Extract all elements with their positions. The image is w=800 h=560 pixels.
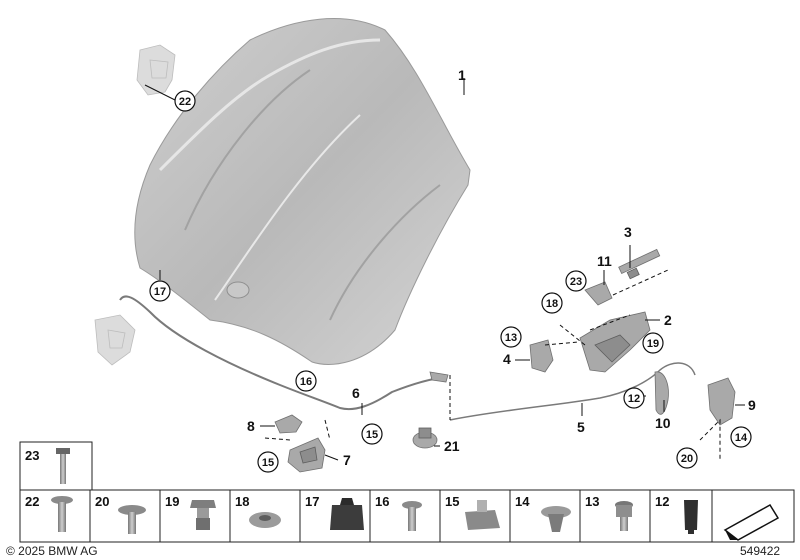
label-1: 1 bbox=[458, 67, 466, 83]
svg-text:20: 20 bbox=[681, 453, 693, 465]
callout-16: 16 bbox=[295, 370, 317, 392]
callout-18: 18 bbox=[541, 292, 563, 314]
callout-23: 23 bbox=[565, 270, 587, 292]
label-3: 3 bbox=[624, 224, 632, 240]
table-label-17: 17 bbox=[305, 494, 319, 509]
callout-14: 14 bbox=[730, 426, 752, 448]
svg-text:12: 12 bbox=[628, 393, 640, 405]
callout-15a: 15 bbox=[361, 423, 383, 445]
svg-text:17: 17 bbox=[154, 286, 166, 298]
svg-text:13: 13 bbox=[505, 332, 517, 344]
bolt-23-icon bbox=[56, 448, 70, 484]
latch-right-cable-end bbox=[429, 371, 449, 383]
bowden-cable bbox=[119, 295, 441, 411]
label-5: 5 bbox=[577, 419, 585, 435]
label-7: 7 bbox=[343, 452, 351, 468]
screw-20-icon bbox=[118, 505, 146, 534]
label-4: 4 bbox=[503, 351, 511, 367]
callout-19: 19 bbox=[642, 332, 664, 354]
hinge-bracket bbox=[579, 311, 651, 373]
screw-19-icon bbox=[190, 500, 216, 530]
table-label-14: 14 bbox=[515, 494, 530, 509]
copyright-text: © 2025 BMW AG bbox=[6, 544, 98, 558]
screw-13-icon bbox=[615, 501, 633, 531]
hood-catch bbox=[654, 371, 669, 415]
label-2: 2 bbox=[664, 312, 672, 328]
arrow-symbol-icon bbox=[723, 503, 780, 541]
callout-12: 12 bbox=[623, 387, 645, 409]
nut-18-icon bbox=[249, 512, 281, 528]
hinge-arm bbox=[584, 281, 613, 306]
hood-panel bbox=[134, 18, 471, 365]
svg-text:14: 14 bbox=[735, 432, 748, 444]
fastener-table: 23 22 20 19 18 17 16 15 14 13 12 bbox=[19, 441, 795, 543]
svg-text:22: 22 bbox=[179, 96, 191, 108]
release-cable bbox=[449, 362, 696, 421]
table-label-13: 13 bbox=[585, 494, 599, 509]
callout-labels: 1 2 3 4 5 6 7 8 9 10 11 21 bbox=[247, 67, 756, 468]
callout-17: 17 bbox=[149, 280, 171, 302]
hinge-ghost-top bbox=[136, 44, 176, 96]
clip-12-icon bbox=[684, 500, 698, 534]
diagram-id: 549422 bbox=[740, 544, 780, 558]
label-21: 21 bbox=[444, 438, 460, 454]
latch-7 bbox=[287, 437, 326, 473]
label-11: 11 bbox=[597, 253, 612, 269]
label-9: 9 bbox=[748, 397, 756, 413]
clip-8 bbox=[274, 414, 303, 434]
lock-bracket-4 bbox=[529, 339, 554, 373]
label-10: 10 bbox=[655, 415, 671, 431]
svg-text:23: 23 bbox=[570, 276, 582, 288]
screw-22-icon bbox=[51, 496, 73, 532]
expansion-nut-14-icon bbox=[541, 506, 571, 532]
gas-strut bbox=[618, 248, 661, 280]
rubber-buffer-17-icon bbox=[330, 498, 364, 530]
latch-ghost-left bbox=[94, 314, 136, 366]
lock-right-9 bbox=[707, 377, 736, 426]
screw-16-icon bbox=[402, 501, 422, 531]
callout-20: 20 bbox=[676, 447, 698, 469]
svg-text:15: 15 bbox=[366, 429, 378, 441]
svg-text:18: 18 bbox=[546, 298, 558, 310]
table-label-20: 20 bbox=[95, 494, 109, 509]
grommet-21 bbox=[412, 427, 438, 449]
table-label-19: 19 bbox=[165, 494, 179, 509]
table-label-16: 16 bbox=[375, 494, 389, 509]
circled-callouts: 22 17 16 15 15 23 18 13 19 12 14 20 bbox=[149, 90, 752, 473]
callout-13: 13 bbox=[500, 326, 522, 348]
table-label-18: 18 bbox=[235, 494, 249, 509]
label-6: 6 bbox=[352, 385, 360, 401]
callout-15b: 15 bbox=[257, 451, 279, 473]
table-label-22: 22 bbox=[25, 494, 39, 509]
svg-text:16: 16 bbox=[300, 376, 312, 388]
svg-text:19: 19 bbox=[647, 338, 659, 350]
clip-15-icon bbox=[465, 500, 500, 530]
table-label-23: 23 bbox=[25, 448, 39, 463]
table-label-12: 12 bbox=[655, 494, 669, 509]
callout-22: 22 bbox=[174, 90, 196, 112]
label-8: 8 bbox=[247, 418, 255, 434]
svg-text:15: 15 bbox=[262, 457, 274, 469]
table-label-15: 15 bbox=[445, 494, 459, 509]
table-row: 22 20 19 18 17 16 15 14 13 12 bbox=[19, 489, 795, 543]
